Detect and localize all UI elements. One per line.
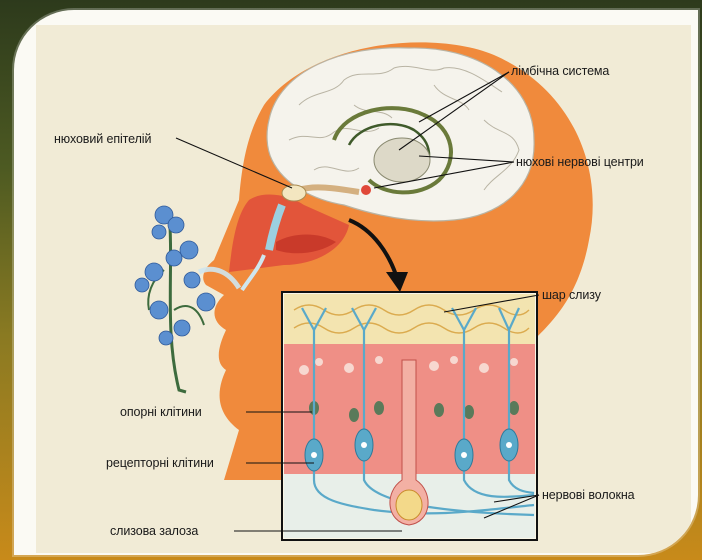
slide-frame: лімбічна система нюховий епітелій нюхові… [14,10,698,555]
label-olfactory-epithelium: нюховий епітелій [54,132,151,146]
label-supporting-cells: опорні клітини [120,405,202,419]
olfaction-diagram [14,10,698,555]
olfactory-center-dot [361,185,371,195]
label-receptor-cells: рецепторні клітини [106,456,214,470]
label-mucus-layer: шар слизу [542,288,601,302]
label-nerve-fibers: нервові волокна [542,488,635,502]
label-limbic-system: лімбічна система [511,64,609,78]
label-olfactory-centers: нюхові нервові центри [516,155,644,169]
label-mucous-gland: слизова залоза [110,524,198,538]
epithelium-inset [282,292,537,540]
